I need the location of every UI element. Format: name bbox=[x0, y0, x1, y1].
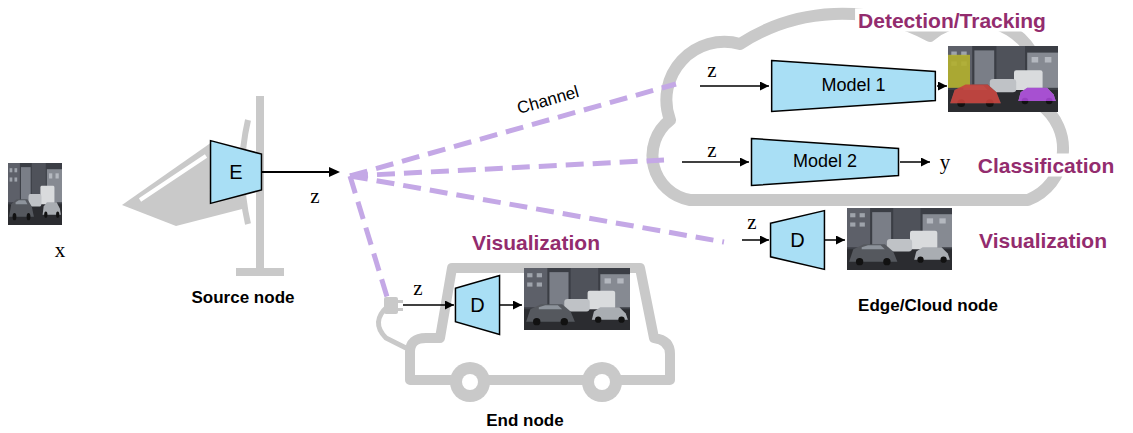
plug-prong bbox=[398, 308, 403, 311]
model-block: Model 1 bbox=[770, 60, 937, 112]
variable-label: x bbox=[55, 240, 66, 261]
car-wheel bbox=[582, 362, 622, 402]
variable-label: y bbox=[940, 152, 951, 173]
camera-base bbox=[236, 268, 284, 276]
car-body bbox=[410, 268, 670, 380]
arrowhead bbox=[329, 167, 340, 177]
channel-connector bbox=[262, 172, 454, 305]
channel-line bbox=[350, 84, 676, 176]
model-block: Model 2 bbox=[750, 138, 900, 186]
task-label: Visualization bbox=[469, 231, 603, 254]
block-shape bbox=[752, 138, 899, 185]
variable-label: z bbox=[707, 60, 716, 81]
segmentation-image bbox=[948, 46, 1058, 112]
task-label: Visualization bbox=[976, 229, 1110, 252]
output-arrow bbox=[825, 239, 845, 241]
block-shape bbox=[772, 61, 936, 112]
node-caption: Edge/Cloud node bbox=[858, 297, 998, 314]
car-wheel bbox=[450, 362, 490, 402]
reconstructed-image bbox=[524, 268, 630, 330]
task-label: Detection/Tracking bbox=[855, 9, 1049, 32]
task-label: Classification bbox=[975, 154, 1118, 177]
block-label: D bbox=[790, 229, 804, 251]
channel-line bbox=[350, 160, 664, 176]
input-arrow bbox=[742, 239, 769, 241]
variable-label: z bbox=[310, 186, 319, 207]
plug-prong bbox=[398, 300, 403, 303]
car-hub bbox=[594, 374, 610, 390]
channel-connector bbox=[262, 84, 769, 176]
decoder-block: D bbox=[770, 210, 825, 270]
block-shape bbox=[455, 276, 499, 335]
encoder-output-line bbox=[262, 171, 330, 173]
reconstructed-image bbox=[847, 208, 952, 270]
variable-label: z bbox=[413, 278, 422, 299]
input-arrow bbox=[682, 161, 749, 163]
channel-line bbox=[350, 176, 388, 300]
input-arrow bbox=[403, 304, 454, 306]
output-arrow bbox=[500, 304, 522, 306]
input-image bbox=[8, 163, 62, 225]
camera-stripe bbox=[140, 156, 206, 200]
output-arrow bbox=[937, 85, 947, 87]
variable-label: z bbox=[707, 140, 716, 161]
decoder-block: D bbox=[455, 275, 500, 335]
output-arrow bbox=[900, 161, 930, 163]
camera-icon bbox=[122, 96, 284, 276]
encoder-output-line bbox=[262, 171, 330, 173]
node-caption: Source node bbox=[192, 289, 295, 306]
channel-connector bbox=[262, 160, 749, 176]
block-label: D bbox=[470, 294, 484, 316]
plug-body bbox=[384, 297, 398, 314]
block-label: Model 1 bbox=[821, 76, 885, 96]
car-icon bbox=[378, 268, 670, 402]
block-label: E bbox=[229, 161, 242, 183]
encoder-output-line bbox=[262, 171, 330, 173]
node-caption: End node bbox=[486, 412, 563, 429]
encoder-block: E bbox=[210, 140, 262, 204]
block-label: Model 2 bbox=[793, 152, 857, 172]
input-arrow bbox=[700, 85, 769, 87]
car-hub bbox=[462, 374, 478, 390]
block-shape bbox=[771, 211, 825, 270]
block-shape bbox=[211, 141, 262, 204]
variable-label: z bbox=[747, 212, 756, 233]
encoder-output-line bbox=[262, 171, 330, 173]
